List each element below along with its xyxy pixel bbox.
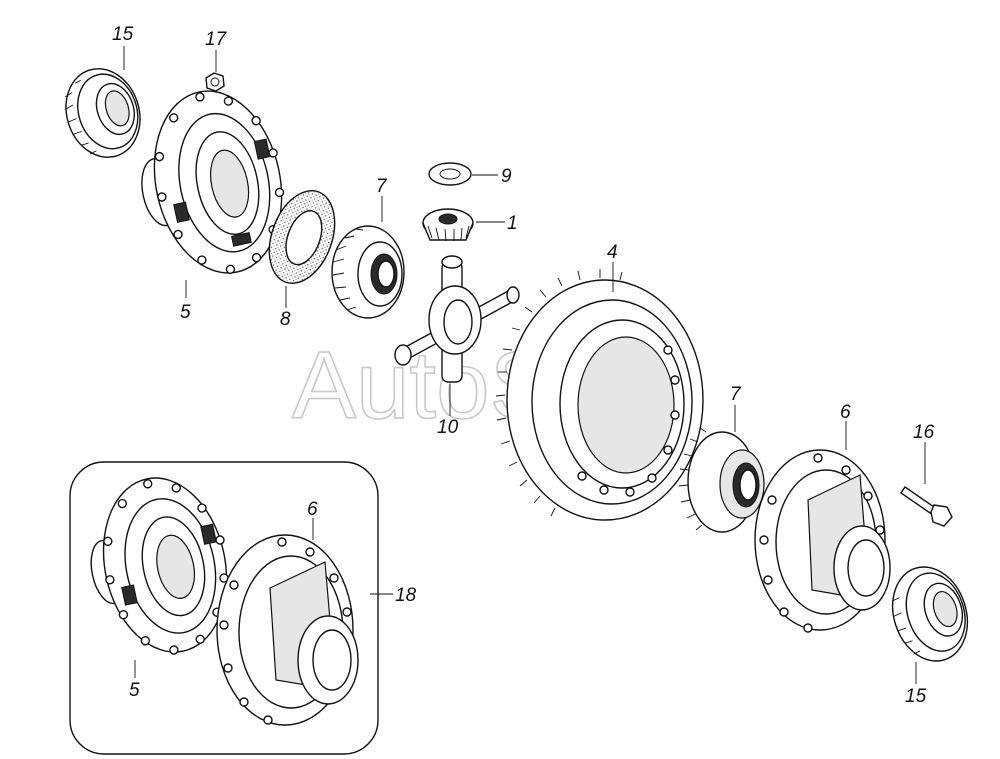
part-4-ring-gear	[495, 269, 704, 521]
part-17-nut	[205, 72, 225, 92]
part-7-side-gear-mid	[678, 427, 765, 533]
callout-16: 16	[913, 422, 935, 443]
part-15-bearing-top	[64, 68, 141, 158]
kit-18-inset-frame	[69, 461, 379, 755]
callout-1: 1	[507, 213, 518, 234]
part-6-case-half-inset	[216, 534, 359, 726]
part-7-side-gear-top	[331, 225, 405, 319]
callout-6-inset: 6	[307, 499, 318, 520]
part-15-bearing-bottom	[891, 566, 969, 662]
callout-10: 10	[437, 417, 459, 438]
part-9-washer	[428, 162, 472, 186]
part-10-cross-spider	[394, 255, 520, 383]
callout-4: 4	[607, 242, 618, 263]
part-5-case-half-top	[141, 90, 285, 275]
callout-15-top: 15	[112, 24, 134, 45]
part-16-bolt	[900, 486, 953, 527]
callout-7-top: 7	[376, 176, 388, 197]
callout-7-mid: 7	[730, 384, 742, 405]
leader-lines	[123, 46, 926, 684]
callout-15-bottom: 15	[905, 686, 927, 707]
callout-5-inset: 5	[129, 680, 140, 701]
callout-18: 18	[395, 585, 417, 606]
callout-5-top: 5	[180, 302, 191, 323]
callout-6-right: 6	[840, 402, 851, 423]
callout-17: 17	[205, 29, 228, 50]
callout-9: 9	[501, 166, 512, 187]
part-5-case-half-inset	[90, 477, 229, 655]
callout-8: 8	[280, 309, 291, 330]
part-1-pinion-gear	[422, 208, 474, 242]
part-8-thrust-washer	[268, 190, 336, 284]
part-6-case-half-right	[754, 449, 891, 633]
